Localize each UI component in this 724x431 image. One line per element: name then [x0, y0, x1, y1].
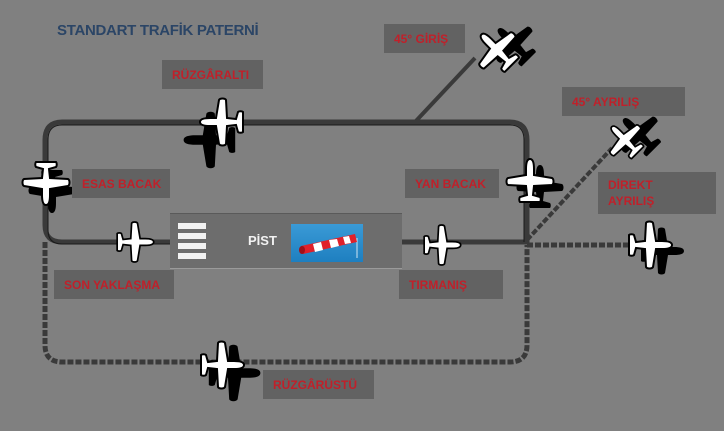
plane-base-icon — [21, 161, 76, 213]
dashed-pattern-path — [42, 242, 640, 365]
plane-final-icon — [116, 221, 155, 263]
page-title: STANDART TRAFİK PATERNİ — [57, 22, 259, 39]
label-straight-out-line2: AYRILIŞ — [608, 194, 655, 208]
plane-entry-45-icon — [463, 12, 546, 83]
label-entry-45: 45° GİRİŞ — [384, 24, 465, 53]
label-crosswind: YAN BACAK — [405, 169, 499, 198]
plane-downwind-icon — [183, 97, 244, 169]
plane-upwind-icon — [200, 340, 261, 402]
label-final-approach: SON YAKLAŞMA — [54, 270, 174, 299]
label-downwind: RÜZGÂRALTI — [162, 60, 263, 89]
runway-threshold-markings — [178, 223, 206, 263]
label-climb: TIRMANIŞ — [399, 270, 503, 299]
runway: PİST — [170, 213, 402, 269]
label-straight-out-line1: DİREKT — [608, 178, 653, 192]
plane-crosswind-icon — [505, 158, 564, 208]
label-upwind: RÜZGÂRÜSTÜ — [263, 370, 374, 399]
plane-straight-out-icon — [628, 220, 684, 275]
entry-45-line — [413, 56, 477, 124]
departure-45-line — [525, 146, 614, 242]
label-straight-out-departure: DİREKT AYRILIŞ — [598, 172, 716, 214]
windsock-icon — [291, 224, 363, 262]
plane-climb-icon — [423, 224, 462, 266]
label-departure-45: 45° AYRILIŞ — [562, 87, 685, 116]
label-base-leg: ESAS BACAK — [72, 169, 170, 198]
runway-label: PİST — [248, 233, 277, 248]
